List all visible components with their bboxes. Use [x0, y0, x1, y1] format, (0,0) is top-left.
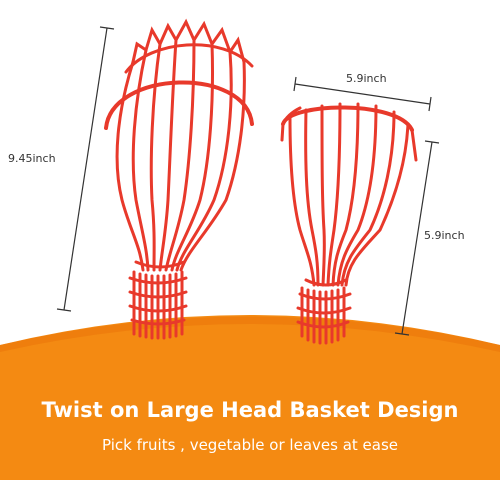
small-width-line: [294, 83, 431, 105]
caption-headline: Twist on Large Head Basket Design: [41, 398, 459, 422]
small-height-line: [401, 141, 433, 335]
caption-subline: Pick fruits , vegetable or leaves at eas…: [101, 436, 398, 454]
large-basket: [104, 18, 254, 340]
orange-banner: [0, 315, 500, 480]
dimension-lines: [56, 26, 440, 336]
small-height-label: 5.9inch: [424, 229, 465, 242]
small-basket: [280, 102, 418, 345]
large-height-line: [63, 27, 108, 311]
small-width-label: 5.9inch: [346, 72, 387, 85]
large-height-label: 9.45inch: [8, 152, 56, 165]
